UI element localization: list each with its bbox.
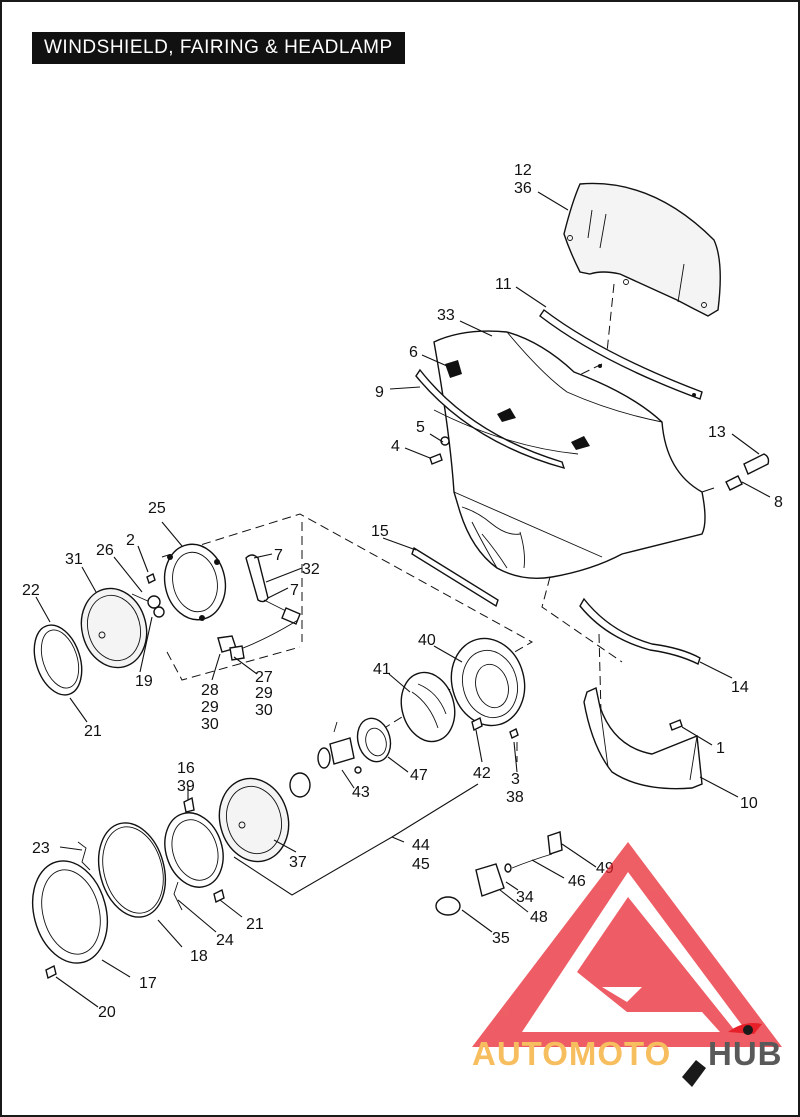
headlamp-halogen-bulb [289, 721, 362, 798]
windshield [563, 182, 721, 317]
logo-triangle-mark [472, 842, 782, 1047]
callout-43: 43 [352, 784, 370, 801]
callout-47: 47 [410, 767, 428, 784]
callout-8: 8 [774, 494, 783, 511]
callout-30-left: 30 [201, 716, 219, 733]
callout-20: 20 [98, 1004, 116, 1021]
headlamp-socket-ring [356, 717, 392, 763]
auxiliary-bulb-assembly [435, 831, 563, 916]
callout-28: 28 [201, 682, 219, 699]
callout-12: 12 [514, 162, 532, 179]
callout-39: 39 [177, 778, 195, 795]
callout-18: 18 [190, 948, 208, 965]
callout-22: 22 [22, 582, 40, 599]
callout-2: 2 [126, 532, 135, 549]
callout-10: 10 [740, 795, 758, 812]
callout-26: 26 [96, 542, 114, 559]
headlamp-reflector [400, 671, 456, 743]
headlamp-lamp [80, 587, 151, 669]
mounting-stud [725, 453, 770, 491]
callout-15: 15 [371, 523, 389, 540]
callout-1: 1 [716, 740, 725, 757]
headlamp-retaining-ring [164, 796, 224, 888]
callout-34: 34 [516, 889, 534, 906]
callout-45: 45 [412, 856, 430, 873]
callout-30-right: 30 [255, 702, 273, 719]
callout-32: 32 [302, 561, 320, 578]
callout-27: 27 [255, 669, 273, 686]
callout-13: 13 [708, 424, 726, 441]
watermark-logo: AUTOMOTO HUB [472, 842, 783, 1072]
headlamp-trim-ring [33, 624, 83, 696]
callout-46: 46 [568, 873, 586, 890]
callout-5: 5 [416, 419, 425, 436]
callout-24: 24 [216, 932, 234, 949]
callout-23: 23 [32, 840, 50, 857]
callout-21-top: 21 [84, 723, 102, 740]
callout-40: 40 [418, 632, 436, 649]
callout-21-bottom: 21 [246, 916, 264, 933]
logo-wordmark-right: HUB [708, 1035, 783, 1072]
headlamp-sealed-beam [218, 777, 290, 863]
callout-42: 42 [473, 765, 491, 782]
callout-36: 36 [514, 180, 532, 197]
callout-38: 38 [506, 789, 524, 806]
callout-7-top: 7 [274, 547, 283, 564]
fairing-screw [429, 436, 450, 465]
callout-17: 17 [139, 975, 157, 992]
leader-lines [35, 191, 771, 1008]
motorcycle-icon [682, 1023, 762, 1087]
windshield-trim-strip [539, 308, 703, 400]
callout-33: 33 [437, 307, 455, 324]
retaining-clip [45, 841, 225, 980]
housing-screw [471, 716, 519, 739]
callout-29-left: 29 [201, 699, 219, 716]
inner-fairing-bracket [583, 687, 703, 790]
callout-35: 35 [492, 930, 510, 947]
trim-strip [411, 546, 499, 608]
callout-7-bottom: 7 [290, 582, 299, 599]
callout-41: 41 [373, 661, 391, 678]
page-title: WINDSHIELD, FAIRING & HEADLAMP [32, 32, 405, 64]
callout-44: 44 [412, 837, 430, 854]
callout-11: 11 [495, 276, 512, 293]
logo-wordmark-left: AUTOMOTO [472, 1035, 671, 1072]
callout-6: 6 [409, 344, 418, 361]
callout-48: 48 [530, 909, 548, 926]
headlamp-housing [450, 637, 526, 727]
callout-16: 16 [177, 760, 195, 777]
wiring-harness [217, 554, 301, 661]
callout-4: 4 [391, 438, 400, 455]
callout-25: 25 [148, 500, 166, 517]
headlamp-mounting-ring [163, 543, 227, 621]
headlamp-bulb [146, 573, 165, 618]
callout-3: 3 [511, 771, 520, 788]
callout-9: 9 [375, 384, 384, 401]
headlamp-outer-trim [32, 860, 108, 964]
callout-31: 31 [65, 551, 83, 568]
callout-14: 14 [731, 679, 749, 696]
callout-37: 37 [289, 854, 307, 871]
callout-29-right: 29 [255, 685, 273, 702]
callout-19: 19 [135, 673, 153, 690]
outer-fairing [415, 330, 706, 580]
mounting-bracket [579, 597, 701, 665]
headlamp-gasket-ring [97, 822, 167, 918]
